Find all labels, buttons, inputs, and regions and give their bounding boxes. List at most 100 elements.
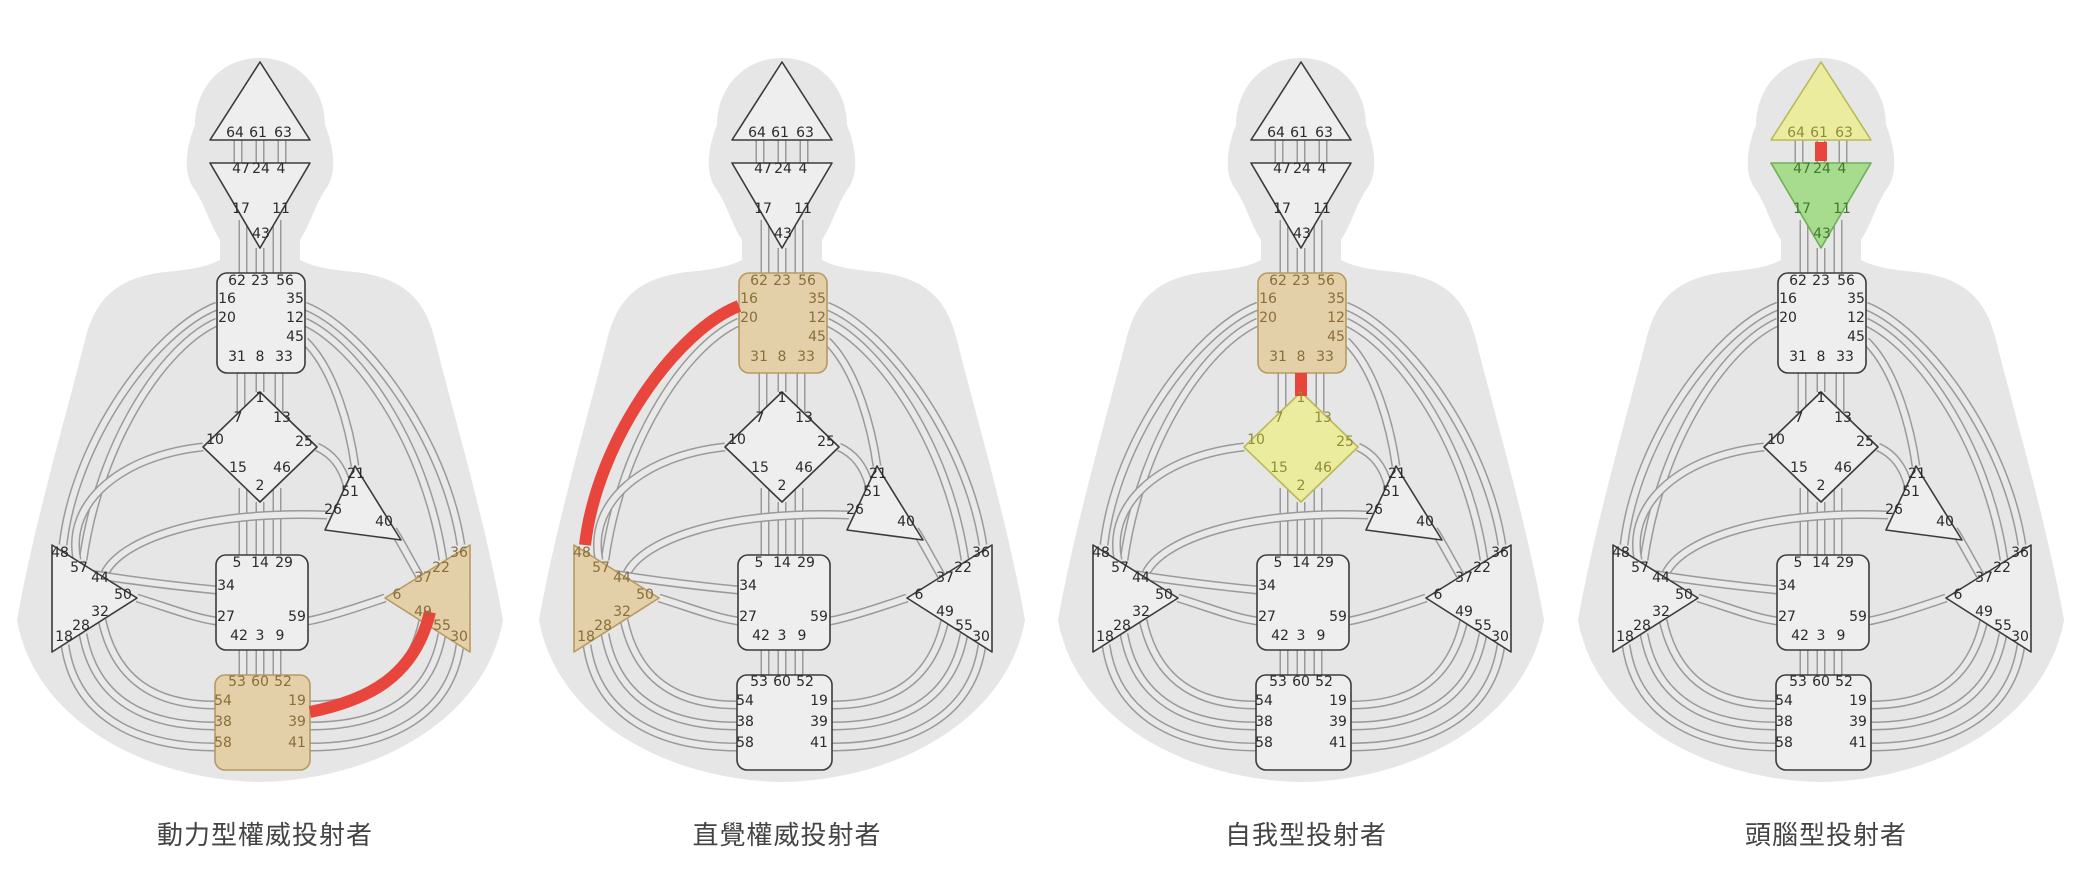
channel-25-51 <box>1876 444 1911 486</box>
gate-26: 26 <box>324 502 342 518</box>
channel-58-18 <box>1103 644 1257 750</box>
gate-49: 49 <box>1975 604 1993 620</box>
gate-6: 6 <box>1434 587 1443 603</box>
channel-16-48 <box>1101 303 1260 546</box>
gate-22: 22 <box>432 560 450 576</box>
gate-59: 59 <box>288 609 306 625</box>
channel-39-55 <box>1350 633 1486 729</box>
gate-64: 64 <box>1787 125 1805 141</box>
channel-50-27 <box>1697 595 1778 624</box>
gate-24: 24 <box>774 161 792 177</box>
gate-46: 46 <box>1314 460 1332 476</box>
gate-41: 41 <box>288 735 306 751</box>
channel-39-55 <box>309 633 445 729</box>
gate-38: 38 <box>1775 714 1793 730</box>
center-g <box>1763 391 1879 503</box>
channel-10-57 <box>1113 444 1245 561</box>
gate-29: 29 <box>797 555 815 571</box>
channel-19-49 <box>1350 619 1467 708</box>
gate-46: 46 <box>273 460 291 476</box>
center-g <box>724 391 840 503</box>
gate-16: 16 <box>1259 291 1277 307</box>
channel-54-32 <box>99 619 216 708</box>
gate-42: 42 <box>230 628 248 644</box>
gate-15: 15 <box>1270 460 1288 476</box>
gate-2: 2 <box>256 478 265 494</box>
gate-17: 17 <box>754 201 772 217</box>
channel-41-30 <box>309 644 463 750</box>
gate-64: 64 <box>1267 125 1285 141</box>
gate-43: 43 <box>1813 226 1831 242</box>
gate-42: 42 <box>1791 628 1809 644</box>
gate-1: 1 <box>256 390 265 406</box>
gate-63: 63 <box>1315 125 1333 141</box>
gate-42: 42 <box>752 628 770 644</box>
gate-40: 40 <box>897 514 915 530</box>
gate-19: 19 <box>1849 693 1867 709</box>
center-ajna <box>731 162 833 249</box>
gate-6: 6 <box>393 587 402 603</box>
gate-32: 32 <box>91 604 109 620</box>
gate-46: 46 <box>795 460 813 476</box>
gate-9: 9 <box>276 628 285 644</box>
gate-22: 22 <box>1473 560 1491 576</box>
gate-25: 25 <box>1856 434 1874 450</box>
gate-55: 55 <box>1474 618 1492 634</box>
gate-2: 2 <box>1297 478 1306 494</box>
centers <box>51 61 471 771</box>
gate-20: 20 <box>1779 310 1797 326</box>
channel-25-51 <box>1356 444 1391 486</box>
gate-27: 27 <box>739 609 757 625</box>
gate-1: 1 <box>1817 390 1826 406</box>
gate-49: 49 <box>936 604 954 620</box>
gate-45: 45 <box>1327 329 1345 345</box>
channel-6-59 <box>307 595 386 624</box>
gate-2: 2 <box>778 478 787 494</box>
gate-33: 33 <box>275 349 293 365</box>
channel-26-44 <box>100 511 328 580</box>
gate-28: 28 <box>1113 618 1131 634</box>
gate-53: 53 <box>228 674 246 690</box>
gate-21: 21 <box>1388 466 1406 482</box>
gate-23: 23 <box>251 273 269 289</box>
gate-16: 16 <box>218 291 236 307</box>
gate-19: 19 <box>1329 693 1347 709</box>
gate-21: 21 <box>869 466 887 482</box>
gate-47: 47 <box>1793 161 1811 177</box>
gate-46: 46 <box>1834 460 1852 476</box>
gate-33: 33 <box>1316 349 1334 365</box>
gate-8: 8 <box>1297 349 1306 365</box>
channel-45-21 <box>824 338 880 467</box>
channel-12-22 <box>825 319 968 561</box>
center-root-defined <box>214 674 311 771</box>
gate-64: 64 <box>748 125 766 141</box>
gate-45: 45 <box>1847 329 1865 345</box>
gate-12: 12 <box>286 310 304 326</box>
gate-31: 31 <box>228 349 246 365</box>
gate-36: 36 <box>1491 545 1509 561</box>
gate-63: 63 <box>1835 125 1853 141</box>
gate-50: 50 <box>1675 587 1693 603</box>
gate-61: 61 <box>249 125 267 141</box>
centers <box>1612 61 2032 771</box>
channel-39-55 <box>831 633 967 729</box>
channel-12-22 <box>1864 319 2007 561</box>
center-root <box>736 674 833 771</box>
center-g-defined <box>1243 391 1359 503</box>
gate-26: 26 <box>1365 502 1383 518</box>
gate-23: 23 <box>1292 273 1310 289</box>
gate-14: 14 <box>1812 555 1830 571</box>
channel-10-57 <box>1633 444 1765 561</box>
gate-13: 13 <box>273 410 291 426</box>
channel-6-59 <box>1868 595 1947 624</box>
gate-64: 64 <box>226 125 244 141</box>
gate-41: 41 <box>1329 735 1347 751</box>
channels <box>1619 140 2027 752</box>
channel-19-49 <box>1870 619 1987 708</box>
gate-25: 25 <box>295 434 313 450</box>
gate-7: 7 <box>1795 410 1804 426</box>
gate-54: 54 <box>1775 693 1793 709</box>
